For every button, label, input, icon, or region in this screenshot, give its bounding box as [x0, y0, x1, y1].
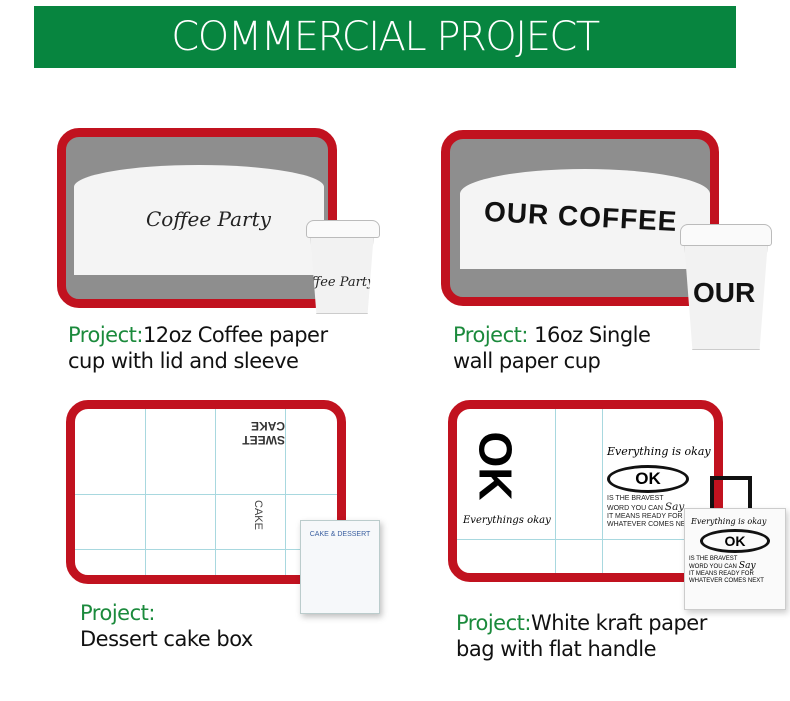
say-script-text: Say: [664, 501, 685, 513]
caption-label: Project:: [456, 611, 531, 635]
coffee-cup-image: ffee Party: [310, 232, 374, 314]
bag-script-text: Everything is okay: [607, 445, 711, 458]
project-caption-2: Project: 16oz Single wall paper cup: [453, 322, 651, 374]
bag-text-line: IS THE BRAVEST: [689, 556, 738, 562]
caption-label: Project:: [68, 323, 143, 347]
project-caption-4: Project:White kraft paper bag with flat …: [456, 610, 707, 662]
bag-text-line: WHATEVER COMES NEXT: [689, 578, 764, 584]
box-side-text: CAKE: [251, 500, 264, 530]
project-caption-3: Project: Dessert cake box: [80, 600, 253, 652]
cup-lid: [306, 220, 380, 238]
cup-lid: [680, 224, 772, 246]
cup-artwork-text: ffee Party: [311, 275, 375, 290]
cake-box-dieline-image: SWEET CAKE CAKE: [66, 400, 346, 584]
cup-artwork-text: OUR: [693, 277, 756, 308]
ok-logo: OK: [700, 529, 770, 553]
bag-text-line: IS THE BRAVEST: [607, 495, 664, 502]
caption-line1: White kraft paper: [530, 611, 707, 635]
bag-side-script: Everythings okay: [463, 515, 551, 526]
paper-bag-image: Everything is okay OK IS THE BRAVEST WOR…: [684, 508, 786, 610]
single-wall-cup-print-image: OUR COFFEE: [441, 130, 719, 306]
caption-line2: cup with lid and sleeve: [68, 349, 299, 373]
bag-script-text: Everything is okay: [691, 517, 767, 526]
sleeve-artwork-text: Coffee Party: [146, 207, 271, 231]
bag-text-line: IT MEANS READY FOR: [689, 571, 754, 577]
bag-text-line: IT MEANS READY FOR: [607, 513, 683, 520]
project-caption-1: Project:12oz Coffee paper cup with lid a…: [68, 322, 328, 374]
page-title: COMMERCIAL PROJECT: [34, 6, 736, 68]
caption-line2: bag with flat handle: [456, 637, 657, 661]
bag-handle: [710, 476, 752, 512]
coffee-cup-sleeve-image: Coffee Party: [57, 128, 337, 308]
caption-line2: Dessert cake box: [80, 627, 253, 651]
bag-side-logo: OK: [469, 431, 522, 501]
caption-line2: wall paper cup: [453, 349, 601, 373]
paper-bag-dieline-image: OK Everythings okay Everything is okay O…: [448, 400, 723, 582]
caption-label: Project:: [80, 601, 155, 625]
paper-cup-image: OUR: [684, 240, 768, 350]
say-script-text: Say: [738, 561, 756, 571]
caption-line1: 12oz Coffee paper: [142, 323, 328, 347]
box-artwork-text: SWEET CAKE: [242, 419, 285, 447]
box-label-text: CAKE & DESSERT: [309, 531, 371, 538]
ok-logo: OK: [607, 465, 689, 493]
bag-text-line: WORD YOU CAN: [607, 505, 663, 512]
caption-label: Project:: [453, 323, 528, 347]
bag-text-line: WORD YOU CAN: [689, 564, 737, 570]
bag-text-line: WHATEVER COMES NEXT: [607, 521, 695, 528]
cake-box-image: CAKE & DESSERT: [300, 520, 380, 614]
caption-line1: 16oz Single: [527, 323, 651, 347]
